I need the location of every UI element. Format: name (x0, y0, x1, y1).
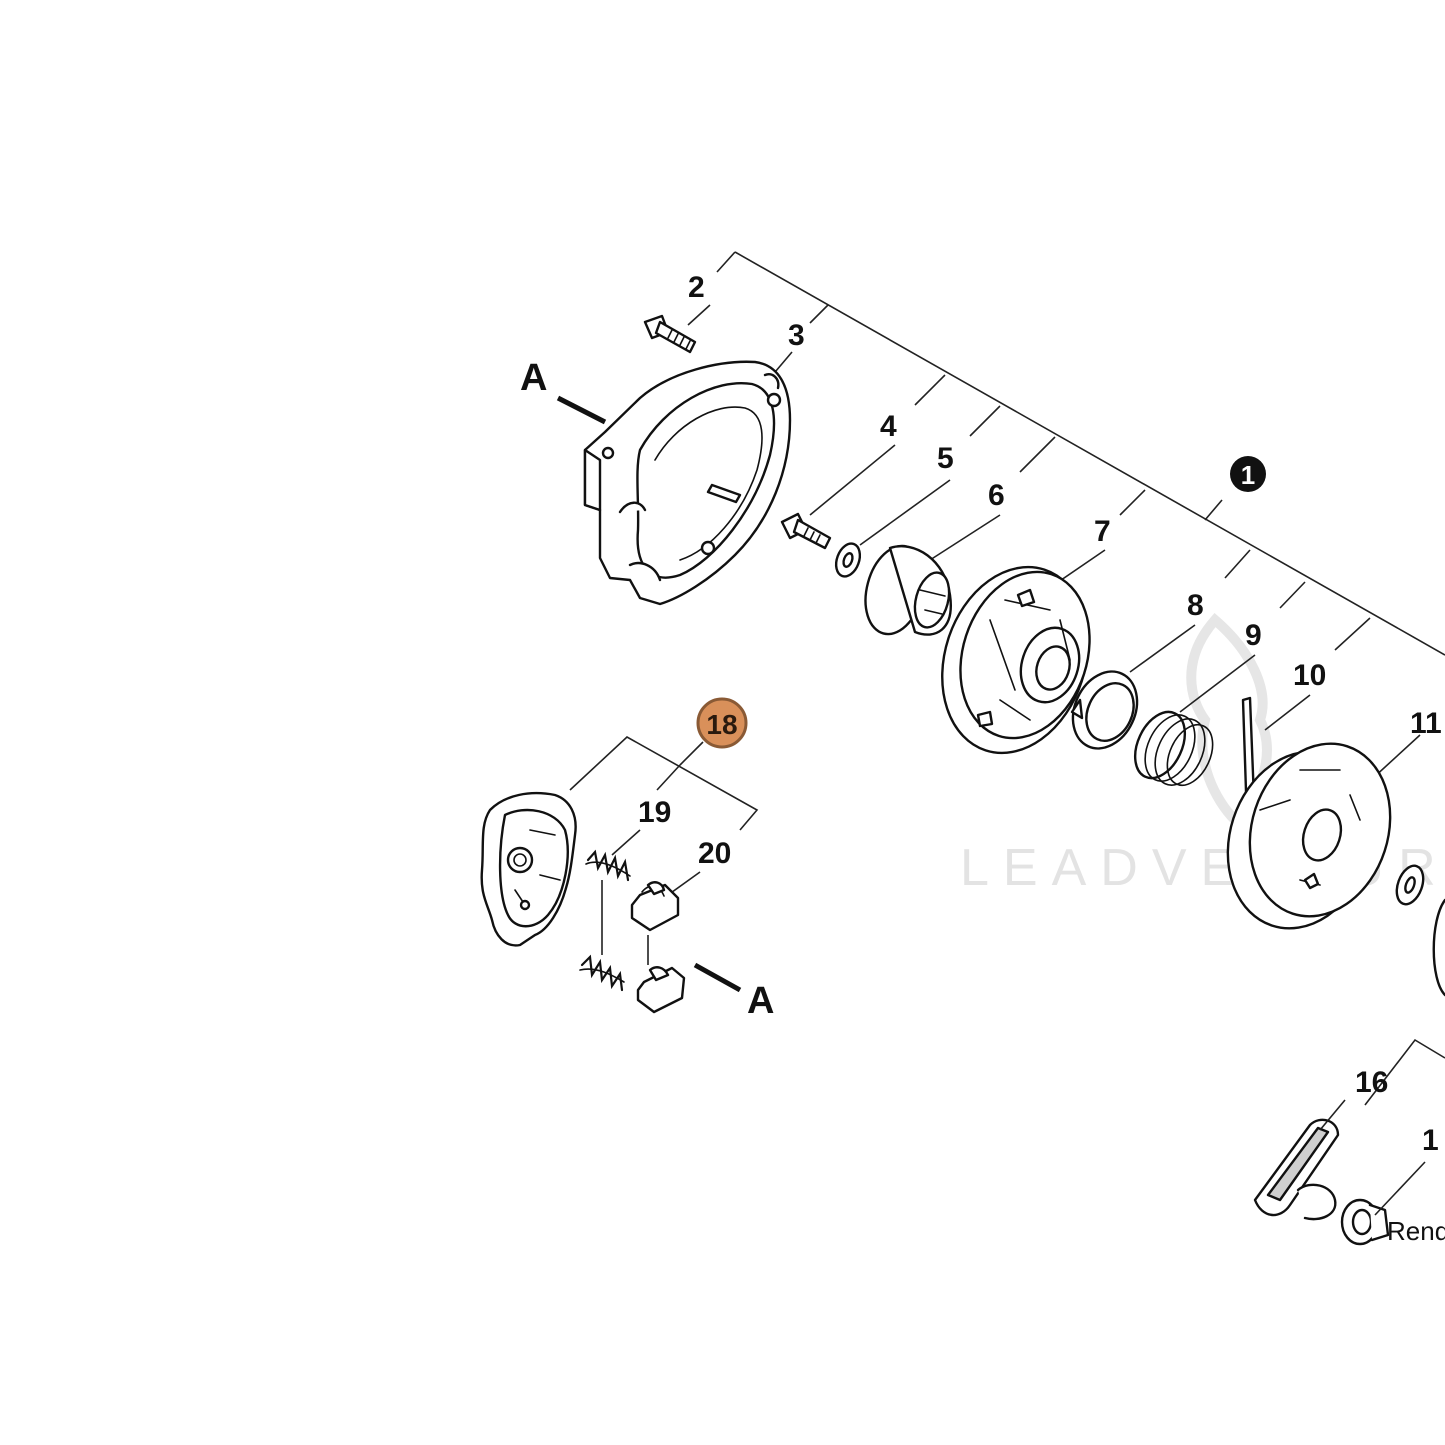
leader-16 (1364, 1038, 1445, 1106)
label-8[interactable]: 8 (1187, 589, 1204, 622)
highlighted-part-18-badge[interactable]: 18 (696, 697, 748, 749)
ref-marker-a-bottom: A (693, 962, 774, 1022)
label-6[interactable]: 6 (988, 479, 1005, 512)
part-19-spring-upper[interactable] (585, 849, 631, 882)
part-16-grip[interactable] (1253, 1118, 1340, 1221)
ref-a-label-bottom: A (747, 980, 774, 1022)
label-4[interactable]: 4 (880, 410, 897, 443)
label-10[interactable]: 10 (1293, 659, 1326, 692)
label-2[interactable]: 2 (688, 271, 705, 304)
label-20[interactable]: 20 (698, 837, 731, 870)
assembly-1-leaders (687, 251, 1445, 791)
highlighted-part-18-number: 18 (706, 709, 737, 740)
part-6-driver[interactable] (856, 539, 954, 640)
part-2-bolt[interactable] (643, 314, 697, 354)
label-9[interactable]: 9 (1245, 619, 1262, 652)
part-17-bushing[interactable] (1340, 1198, 1390, 1246)
part-4-screw[interactable] (780, 512, 832, 550)
label-16[interactable]: 16 (1355, 1066, 1388, 1099)
ref-a-label-top: A (520, 357, 547, 399)
subassembly-18-leaders (569, 736, 759, 965)
part-3-housing[interactable] (583, 360, 792, 606)
label-19[interactable]: 19 (638, 796, 671, 829)
footer-fragment-text: Rende (1387, 1216, 1445, 1246)
part-7-pulley[interactable] (919, 548, 1111, 772)
assembly-1-number: 1 (1241, 460, 1255, 490)
part-20-pawl-upper[interactable] (630, 881, 680, 932)
label-11[interactable]: 11 (1410, 707, 1442, 740)
label-5[interactable]: 5 (937, 442, 954, 475)
label-17[interactable]: 1 (1422, 1124, 1439, 1157)
part-8-cover[interactable] (1061, 661, 1149, 759)
label-3[interactable]: 3 (788, 319, 805, 352)
label-7[interactable]: 7 (1094, 515, 1111, 548)
part-9-spring[interactable] (1125, 704, 1221, 793)
part-11-rotor[interactable] (1206, 725, 1445, 997)
part-19-spring-lower[interactable] (579, 954, 625, 992)
part-20-pawl-lower[interactable] (636, 966, 686, 1014)
assembly-1-badge[interactable]: 1 (1230, 456, 1266, 492)
part-18-carrier[interactable] (480, 791, 577, 947)
ref-marker-a-top: A (520, 357, 607, 425)
part-labels: 2 3 4 5 6 7 8 9 10 11 16 1 19 20 (638, 271, 1442, 1157)
part-5-washer[interactable] (832, 540, 864, 579)
